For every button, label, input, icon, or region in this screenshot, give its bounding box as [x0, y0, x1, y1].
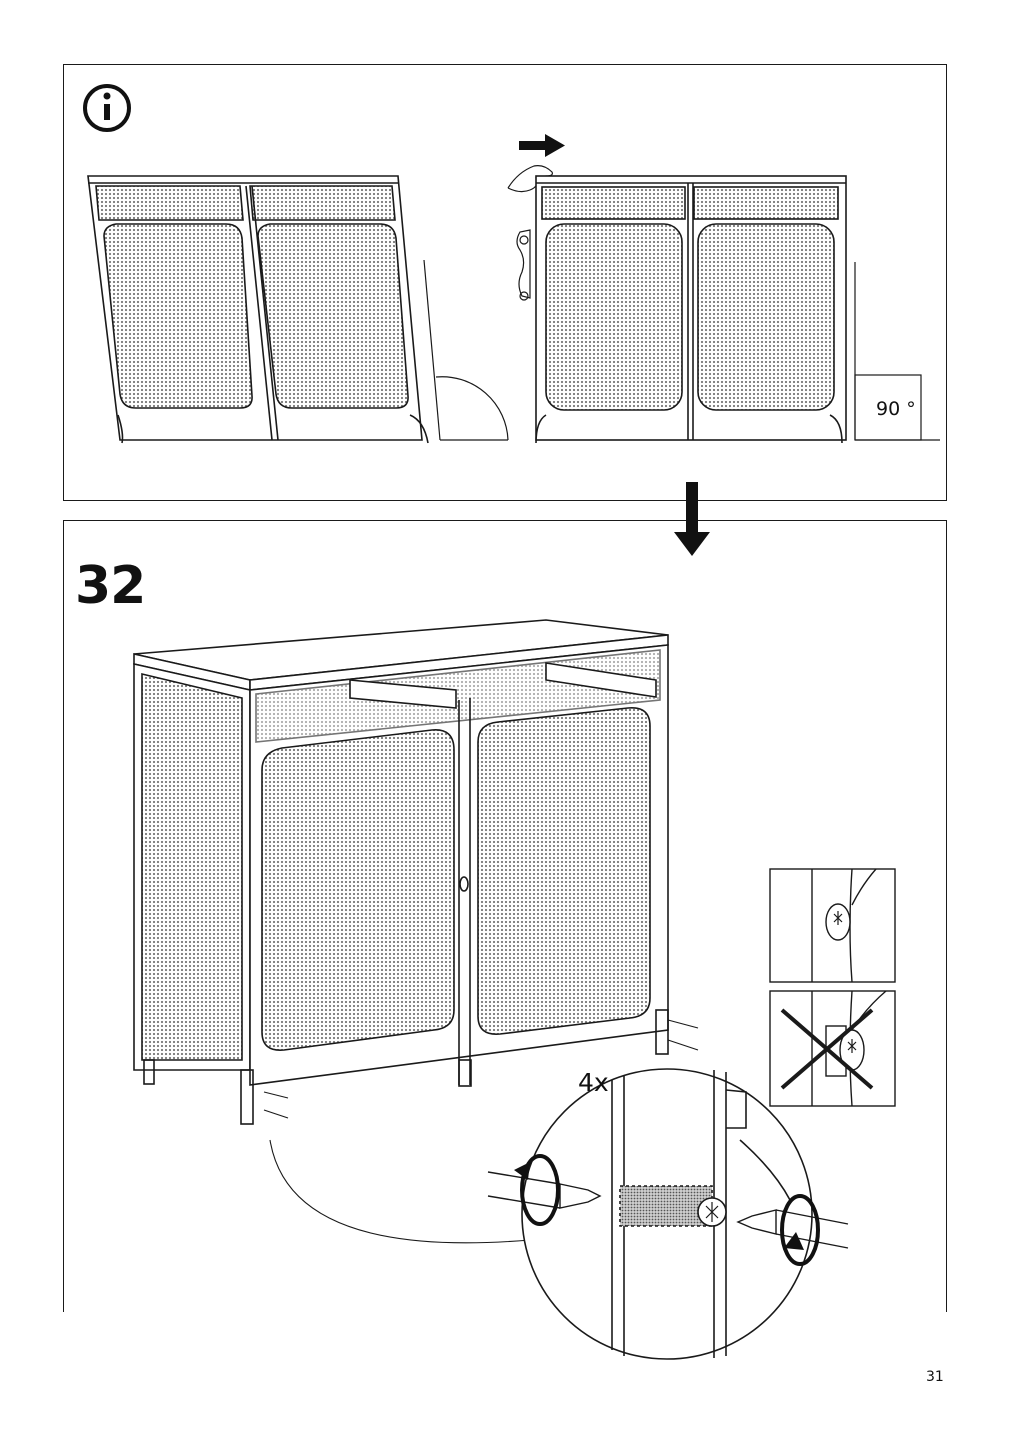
screw-protruding-crossed-icon [780, 1008, 874, 1090]
arrow-right-icon [519, 134, 565, 157]
quantity-label: 4x [578, 1068, 609, 1097]
screwdriver-icon [487, 1171, 849, 1249]
rotate-arrow-icon [514, 1154, 820, 1266]
step-number: 32 [75, 556, 146, 616]
cabinet-upright [535, 175, 847, 444]
screw-flush-icon [825, 903, 851, 941]
cabinet-tilted [87, 175, 429, 444]
wrong-detail-box [769, 990, 896, 1107]
arrow-down-icon [674, 482, 710, 556]
info-icon [83, 84, 131, 132]
floor-angle-guide [423, 259, 509, 441]
cabinet-3d [133, 619, 669, 1125]
angle-label: 90 ° [876, 398, 916, 420]
step-panel [63, 520, 947, 1312]
page-number: 31 [926, 1369, 944, 1385]
right-angle-guide [854, 262, 940, 441]
info-panel [63, 64, 947, 501]
magnified-detail [521, 1068, 813, 1360]
pointer-lines [263, 1019, 699, 1244]
bracket-detail [516, 229, 531, 301]
correct-detail-box [769, 868, 896, 983]
